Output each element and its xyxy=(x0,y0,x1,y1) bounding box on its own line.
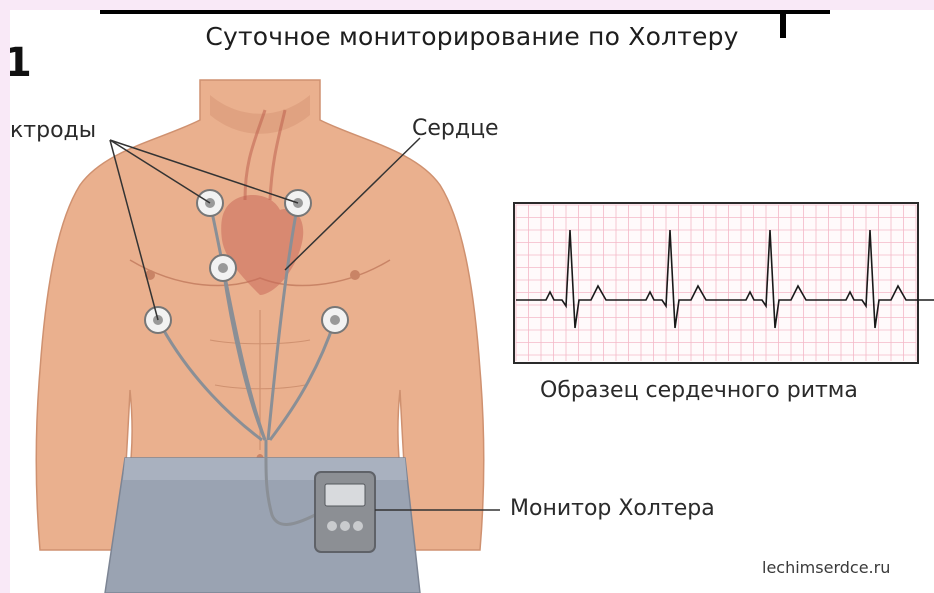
electrode-3 xyxy=(210,255,236,281)
device-button-2 xyxy=(340,521,350,531)
electrode-5 xyxy=(322,307,348,333)
label-monitor: Монитор Холтера xyxy=(510,496,715,521)
right-nipple xyxy=(350,270,360,280)
label-electrodes: ктроды xyxy=(10,118,96,143)
figure: Суточное мониторирование по Холтеру 1 xyxy=(10,10,934,593)
device-button-1 xyxy=(327,521,337,531)
device-button-3 xyxy=(353,521,363,531)
label-ecg-caption: Образец сердечного ритма xyxy=(540,378,858,403)
ecg-strip xyxy=(514,203,934,363)
label-heart: Сердце xyxy=(412,116,499,141)
holter-monitor-device xyxy=(315,472,375,552)
illustration xyxy=(10,10,934,593)
device-screen xyxy=(325,484,365,506)
watermark: lechimserdce.ru xyxy=(762,558,890,577)
